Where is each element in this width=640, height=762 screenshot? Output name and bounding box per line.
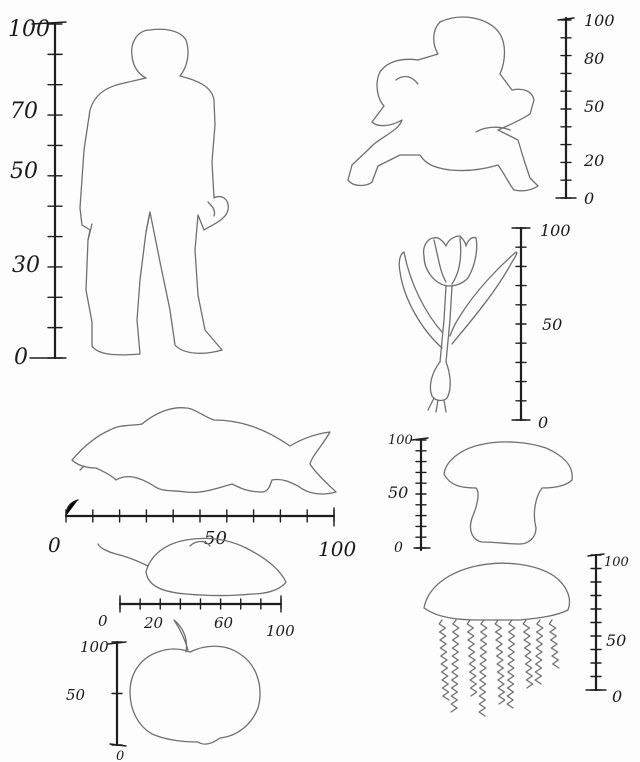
person-arm-line bbox=[88, 224, 92, 240]
jellyfish-scale: 100 50 0 bbox=[586, 554, 629, 706]
fish-scale-start-curl bbox=[66, 500, 78, 516]
person-scale-label-0: 0 bbox=[14, 345, 28, 370]
jellyfish-tentacle bbox=[467, 620, 477, 696]
child-scale-label-80: 80 bbox=[584, 49, 604, 68]
jellyfish-scale-label-50: 50 bbox=[606, 631, 626, 650]
tulip-figure bbox=[399, 236, 517, 412]
child-knee-detail bbox=[476, 127, 510, 132]
jellyfish-tentacle bbox=[479, 620, 487, 716]
jellyfish-tentacle bbox=[535, 620, 543, 684]
person-scale: 100 70 50 30 0 bbox=[8, 17, 66, 370]
jellyfish-tentacle bbox=[523, 620, 533, 688]
tulip-flower-icon bbox=[424, 236, 477, 286]
child-scale-label-0: 0 bbox=[584, 189, 594, 208]
person-scale-label-30: 30 bbox=[12, 253, 40, 278]
child-scale: 100 80 50 20 0 bbox=[556, 11, 615, 208]
child-arm-detail bbox=[396, 77, 418, 84]
jellyfish-tentacle bbox=[439, 620, 449, 700]
apple-scale-label-50: 50 bbox=[66, 686, 86, 704]
person-scale-label-70: 70 bbox=[10, 99, 38, 124]
tulip-left-leaf-icon bbox=[399, 252, 442, 348]
fish-figure bbox=[72, 408, 336, 494]
child-figure bbox=[348, 17, 538, 191]
tulip-scale: 100 50 0 bbox=[512, 221, 571, 432]
child-scale-label-100: 100 bbox=[584, 11, 615, 30]
mushroom-scale-label-0: 0 bbox=[394, 540, 403, 556]
person-figure bbox=[80, 29, 228, 355]
jellyfish-tentacle bbox=[495, 620, 505, 704]
fish-scale: 0 50 100 bbox=[48, 500, 356, 561]
person-hand-icon bbox=[208, 202, 215, 216]
apple-stem-icon bbox=[174, 620, 188, 652]
jellyfish-tentacle bbox=[451, 620, 459, 712]
person-scale-label-100: 100 bbox=[8, 17, 50, 42]
mushroom-figure bbox=[444, 442, 572, 544]
person-silhouette-icon bbox=[80, 29, 228, 355]
apple-scale-label-100: 100 bbox=[80, 638, 109, 656]
tulip-scale-label-0: 0 bbox=[538, 413, 548, 432]
fish-scale-label-100: 100 bbox=[318, 537, 356, 561]
mouse-scale-label-100: 100 bbox=[266, 622, 295, 640]
tulip-petal-line bbox=[434, 240, 446, 282]
jellyfish-tentacles bbox=[439, 620, 559, 716]
child-scale-label-20: 20 bbox=[583, 151, 604, 170]
child-scale-label-50: 50 bbox=[584, 97, 604, 116]
person-leg-split bbox=[146, 212, 150, 232]
fish-scale-label-0: 0 bbox=[48, 533, 61, 557]
jellyfish-bell-icon bbox=[424, 563, 569, 620]
mushroom-scale: 100 50 0 bbox=[388, 433, 430, 556]
mouse-scale: 0 20 60 100 bbox=[98, 596, 295, 640]
apple-figure bbox=[130, 620, 260, 744]
person-scale-label-50: 50 bbox=[10, 159, 38, 184]
mouse-tail-icon bbox=[98, 544, 148, 566]
tulip-stem-icon bbox=[440, 286, 452, 362]
apple-scale-label-0: 0 bbox=[116, 749, 124, 762]
mouse-scale-label-60: 60 bbox=[214, 614, 234, 632]
fish-silhouette-icon bbox=[72, 408, 336, 494]
mouse-figure bbox=[98, 538, 286, 595]
tulip-petal-line bbox=[452, 238, 461, 284]
mushroom-silhouette-icon bbox=[444, 442, 572, 544]
mouse-scale-label-0: 0 bbox=[98, 612, 108, 630]
jellyfish-scale-label-0: 0 bbox=[612, 687, 622, 706]
tulip-bulb-icon bbox=[430, 362, 450, 401]
apple-scale: 100 50 0 bbox=[66, 638, 126, 762]
tulip-scale-label-100: 100 bbox=[540, 221, 571, 240]
jellyfish-tentacle bbox=[507, 620, 515, 708]
mushroom-scale-label-100: 100 bbox=[388, 433, 413, 448]
mushroom-scale-label-50: 50 bbox=[388, 483, 408, 502]
jellyfish-figure bbox=[424, 563, 569, 716]
jellyfish-scale-label-100: 100 bbox=[604, 555, 629, 570]
crouching-child-silhouette-icon bbox=[348, 17, 538, 191]
tulip-right-leaf-icon bbox=[450, 252, 517, 344]
tulip-scale-label-50: 50 bbox=[542, 315, 562, 334]
mouse-scale-label-20: 20 bbox=[143, 614, 164, 632]
apple-silhouette-icon bbox=[130, 646, 260, 744]
jellyfish-tentacle bbox=[549, 620, 559, 668]
